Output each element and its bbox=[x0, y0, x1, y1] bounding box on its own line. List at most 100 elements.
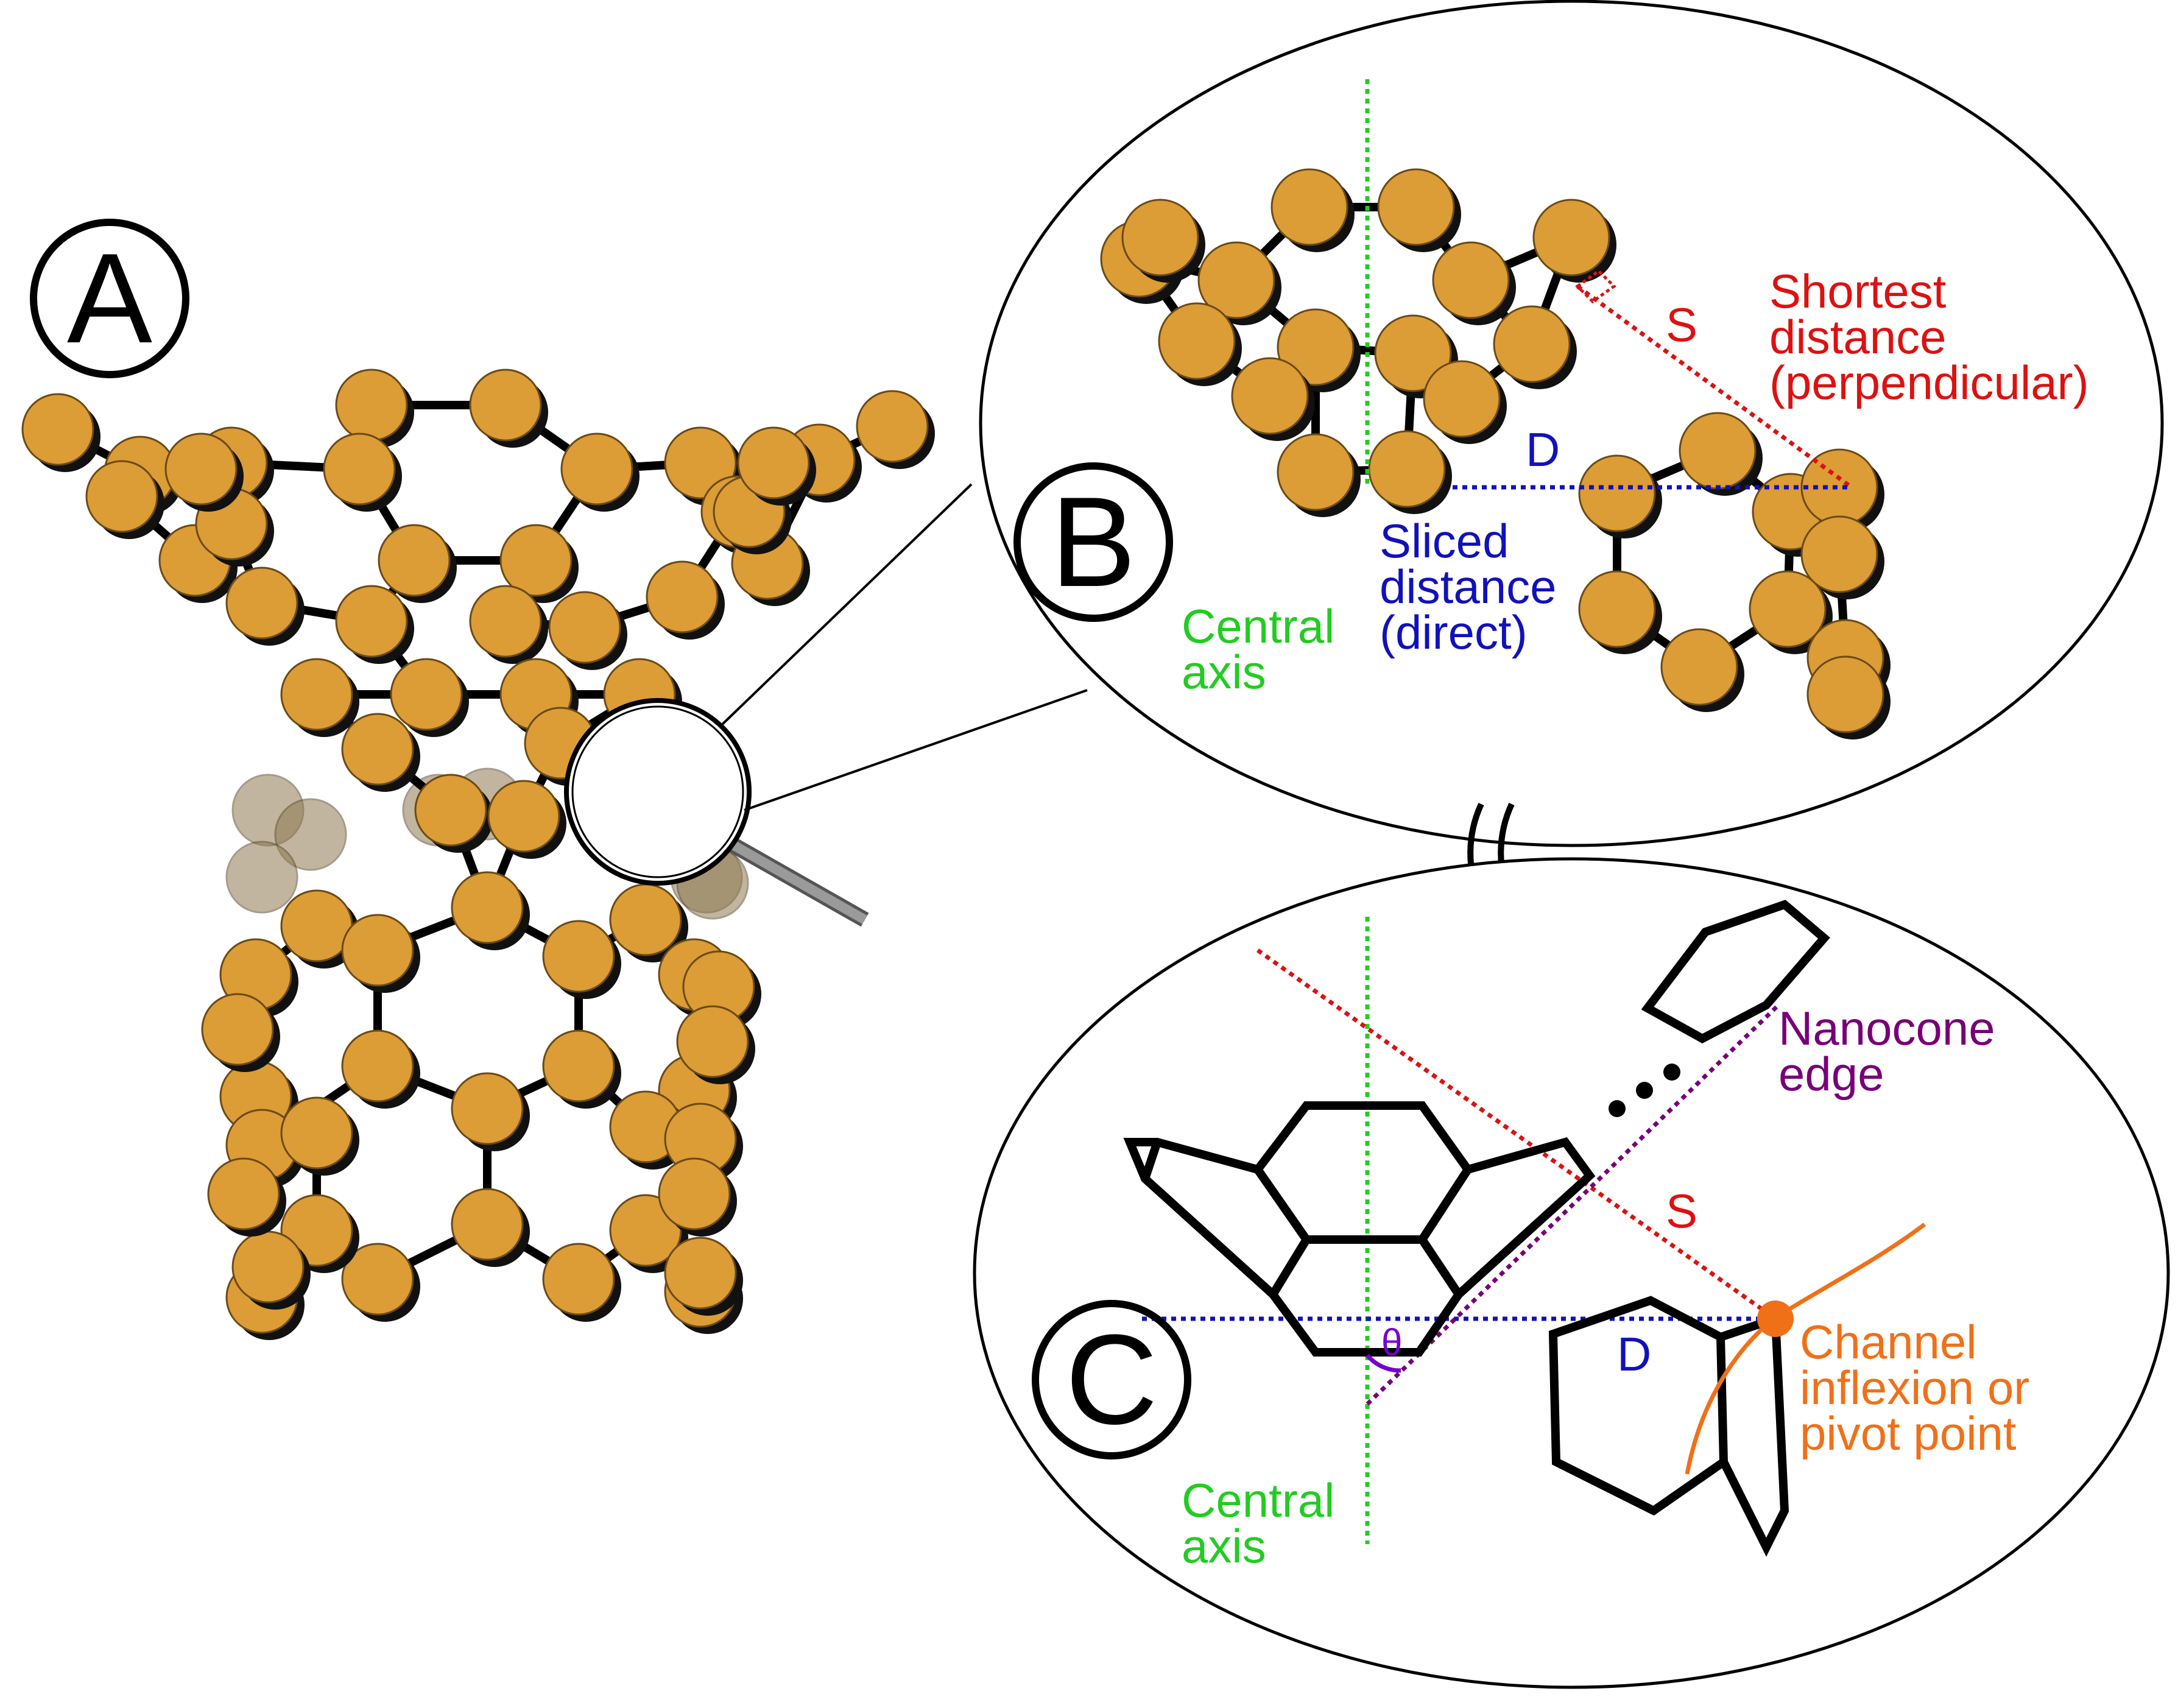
atom-sphere bbox=[609, 883, 682, 956]
carbon-atom bbox=[609, 883, 688, 962]
panel-a-atoms bbox=[21, 369, 935, 1340]
carbon-atom bbox=[1749, 570, 1833, 654]
atom-sphere bbox=[1432, 241, 1510, 319]
atom-sphere bbox=[548, 591, 621, 664]
atom-sphere bbox=[201, 993, 274, 1066]
shortest-distance-label-2: distance bbox=[1769, 310, 1947, 364]
atom-sphere bbox=[1423, 360, 1501, 438]
atom-sphere bbox=[542, 920, 615, 993]
atom-sphere bbox=[1806, 655, 1884, 733]
atom-sphere bbox=[1578, 570, 1656, 648]
carbon-atom bbox=[341, 1029, 420, 1109]
atom-sphere bbox=[335, 369, 408, 442]
carbon-atom bbox=[280, 658, 359, 737]
shortest-distance-label-1: Shortest bbox=[1769, 264, 1947, 318]
carbon-atom bbox=[378, 524, 457, 603]
carbon-atom bbox=[201, 993, 280, 1072]
atom-sphere bbox=[1231, 357, 1309, 435]
carbon-atom bbox=[1800, 515, 1884, 599]
atom-sphere bbox=[414, 774, 487, 847]
carbon-atom bbox=[1660, 628, 1744, 712]
carbon-atom bbox=[1377, 168, 1461, 252]
right-angle-marker bbox=[1575, 269, 1616, 304]
carbon-atom bbox=[542, 1243, 621, 1322]
carbon-atom bbox=[1368, 430, 1452, 514]
panel-b-atomic-zoom: Shortest distance (perpendicular) S D Sl… bbox=[979, 0, 2164, 847]
atom-sphere bbox=[499, 524, 573, 597]
carbon-atom bbox=[1121, 199, 1205, 283]
atom-sphere bbox=[335, 585, 408, 658]
panel-a-nanocone-structure bbox=[21, 369, 935, 1340]
carbon-atom bbox=[280, 1096, 359, 1176]
magnifier-lens-icon bbox=[564, 698, 869, 927]
nanocone-edge-label-2: edge bbox=[1778, 1047, 1884, 1101]
atom-sphere bbox=[542, 1243, 615, 1316]
carbon-atom bbox=[487, 780, 566, 859]
carbon-atom bbox=[676, 1005, 755, 1084]
carbon-atom bbox=[1800, 448, 1884, 532]
nanocone-edge-label-1: Nanocone bbox=[1778, 1001, 1995, 1055]
panel-a-label: A bbox=[30, 219, 189, 378]
channel-label-2: inflexion or bbox=[1800, 1361, 2029, 1414]
atom-sphere bbox=[664, 426, 737, 499]
nanocone-rings-left bbox=[1123, 1101, 1596, 1357]
atom-sphere bbox=[856, 390, 929, 463]
carbon-atom bbox=[1578, 570, 1662, 654]
atom-sphere bbox=[378, 524, 451, 597]
carbon-atom bbox=[1277, 308, 1361, 392]
carbon-atom bbox=[341, 914, 420, 993]
panel-b-s-label: S bbox=[1666, 298, 1697, 351]
panel-b-label: B bbox=[1013, 462, 1173, 622]
nanocone-edge-line bbox=[1366, 1003, 1780, 1406]
atom-sphere bbox=[85, 460, 158, 533]
panel-c-central-axis-label-2: axis bbox=[1182, 1519, 1266, 1573]
carbon-atom bbox=[1270, 168, 1355, 252]
atom-sphere bbox=[1197, 241, 1275, 319]
carbon-atom bbox=[542, 920, 621, 999]
carbon-atom bbox=[1578, 454, 1662, 538]
carbon-atom bbox=[335, 585, 414, 664]
carbon-atom bbox=[560, 432, 640, 512]
carbon-atom bbox=[414, 774, 493, 853]
atom-sphere bbox=[487, 780, 560, 853]
atom-sphere bbox=[1270, 168, 1348, 246]
carbon-atom bbox=[341, 713, 420, 792]
panel-c-central-axis-label-1: Central bbox=[1182, 1473, 1334, 1527]
back-atom bbox=[225, 841, 298, 914]
panel-c-schematic: θ Nanocone edge S D Channel inflexion or… bbox=[973, 857, 2170, 1689]
panel-a-letter: A bbox=[67, 227, 152, 370]
carbon-atom bbox=[164, 432, 244, 512]
atom-sphere bbox=[1493, 305, 1571, 383]
carbon-atom bbox=[499, 524, 579, 603]
panel-b-atoms bbox=[1100, 168, 1891, 739]
panel-c-d-label: D bbox=[1617, 1327, 1651, 1381]
carbon-atom bbox=[548, 591, 627, 670]
carbon-atom bbox=[609, 1090, 688, 1170]
atom-sphere bbox=[1660, 628, 1738, 706]
panel-b-central-axis-label-2: axis bbox=[1182, 645, 1266, 699]
carbon-atom bbox=[225, 566, 305, 646]
carbon-atom bbox=[856, 390, 935, 469]
atom-sphere bbox=[21, 393, 94, 466]
panel-c-letter: C bbox=[1065, 1308, 1158, 1451]
atom-sphere bbox=[341, 914, 414, 987]
carbon-atom bbox=[341, 1243, 420, 1322]
atom-sphere bbox=[1121, 199, 1199, 277]
carbon-atom bbox=[1493, 305, 1577, 389]
carbon-atom bbox=[1277, 433, 1361, 517]
panel-c-s-label: S bbox=[1666, 1184, 1697, 1238]
carbon-atom bbox=[21, 393, 100, 472]
atom-sphere bbox=[280, 1194, 353, 1267]
carbon-atom bbox=[323, 432, 402, 512]
atom-sphere bbox=[646, 560, 719, 633]
atom-sphere bbox=[1749, 570, 1827, 648]
atom-sphere bbox=[231, 1230, 305, 1304]
carbon-atom bbox=[737, 426, 816, 506]
panel-c-label: C bbox=[1032, 1300, 1191, 1459]
carbon-atom bbox=[85, 460, 164, 539]
atom-sphere bbox=[1277, 308, 1355, 386]
carbon-atom bbox=[1231, 357, 1315, 441]
atom-sphere bbox=[560, 432, 633, 506]
carbon-atom bbox=[1158, 302, 1242, 386]
carbon-atom bbox=[542, 1029, 621, 1109]
